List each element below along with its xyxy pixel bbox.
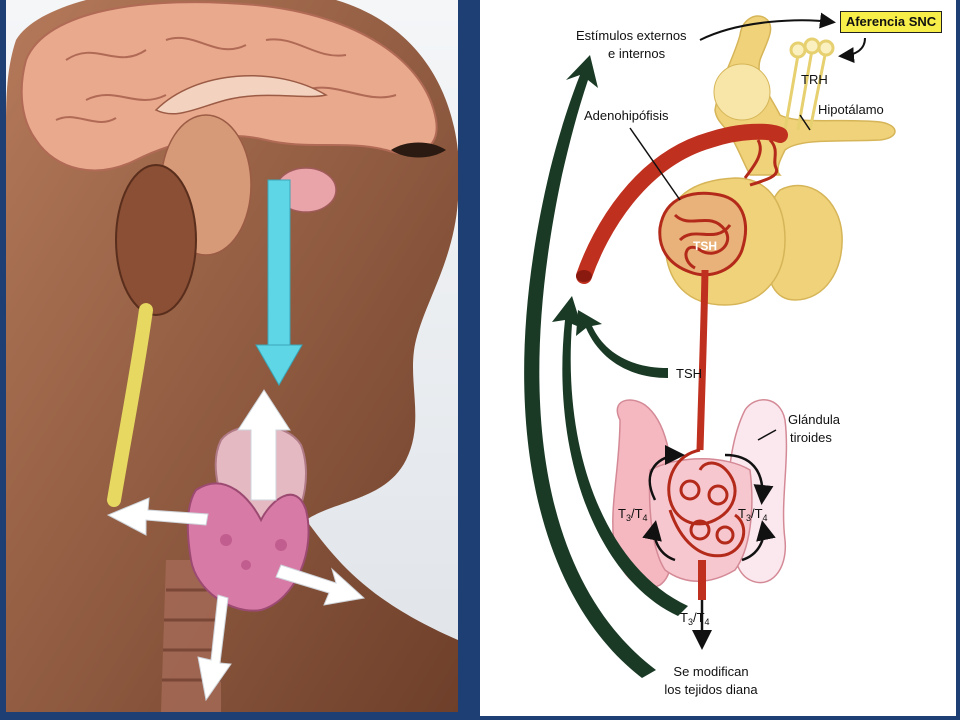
head-illustration-panel bbox=[6, 0, 458, 712]
hypophyseal-artery bbox=[576, 123, 788, 284]
label-tsh-pituitary: TSH bbox=[693, 239, 717, 253]
label-adenohypophysis: Adenohipófisis bbox=[584, 108, 669, 123]
thyroid-capillaries bbox=[667, 448, 746, 558]
optic-region bbox=[713, 63, 771, 121]
head-illustration bbox=[6, 0, 458, 712]
tsh-vessel bbox=[696, 269, 709, 451]
label-t3t4-right: T3/T4 bbox=[738, 506, 768, 523]
ear bbox=[115, 164, 197, 316]
label-hypothalamus: Hipotálamo bbox=[818, 102, 884, 117]
label-t3t4-bottom: T3/T4 bbox=[680, 610, 710, 627]
white-arrows bbox=[106, 389, 366, 702]
diagram-graphics bbox=[524, 12, 896, 678]
label-external-stimuli-line2: e internos bbox=[608, 46, 666, 61]
spinal-cord bbox=[107, 303, 153, 507]
label-thyroid-line1: Glándula bbox=[788, 412, 841, 427]
corpus-callosum bbox=[154, 74, 328, 115]
label-target-tissues-line2: los tejidos diana bbox=[664, 682, 758, 697]
feedback-arrows bbox=[524, 55, 688, 678]
pituitary-arrow bbox=[255, 179, 303, 387]
hpt-axis-diagram: Estímulos externos e internos Aferencia … bbox=[480, 0, 956, 716]
trh-neurons bbox=[783, 37, 835, 131]
label-trh: TRH bbox=[801, 72, 828, 87]
head-silhouette bbox=[6, 0, 458, 712]
label-thyroid-line2: tiroides bbox=[790, 430, 832, 445]
label-external-stimuli-line1: Estímulos externos bbox=[576, 28, 687, 43]
label-target-tissues-line1: Se modifican bbox=[673, 664, 749, 679]
label-t3t4-left: T3/T4 bbox=[618, 506, 648, 523]
label-tsh-stalk: TSH bbox=[676, 366, 702, 381]
eye bbox=[391, 142, 446, 158]
cns-afference-box: Aferencia SNC bbox=[840, 11, 942, 33]
